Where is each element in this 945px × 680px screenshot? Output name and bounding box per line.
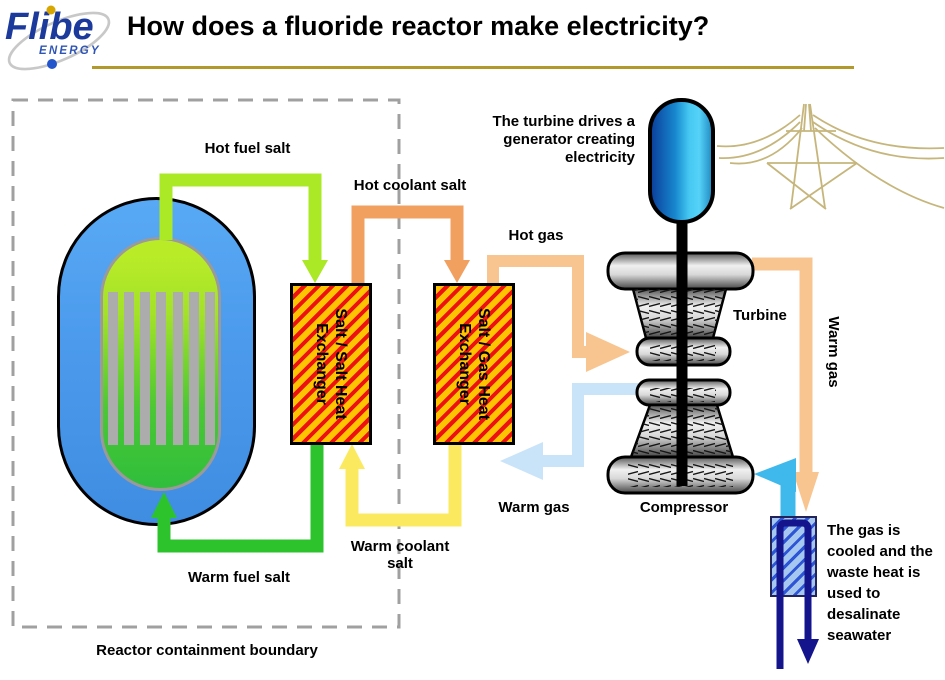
control-rod (124, 292, 135, 445)
warm-gas-return-pipe (500, 383, 640, 480)
drive-shaft (676, 220, 688, 486)
power-line (812, 121, 945, 160)
arrow-down-icon (302, 260, 328, 283)
hot-gas-label: Hot gas (508, 227, 564, 244)
page-title: How does a fluoride reactor make electri… (127, 11, 710, 41)
cooler-note: The gas is cooled and the waste heat is … (827, 522, 933, 644)
hot-fuel-salt-label: Hot fuel salt (204, 140, 291, 157)
arrow-up-icon (151, 492, 177, 518)
logo-gold-dot-icon (46, 5, 56, 15)
power-line (716, 114, 801, 148)
control-rod (108, 292, 118, 445)
control-rod (156, 292, 167, 445)
title-divider (92, 66, 854, 69)
control-rod (172, 292, 183, 445)
hot-coolant-salt-pipe (351, 205, 470, 285)
containment-boundary-label: Reactor containment boundary (96, 642, 318, 659)
arrow-left-icon (500, 442, 543, 480)
compressor-label: Compressor (639, 499, 729, 516)
seawater-pipe (776, 519, 812, 669)
control-rod (204, 292, 215, 445)
arrow-down-icon (797, 639, 819, 664)
cooled-gas-pipe (754, 458, 796, 517)
salt-salt-heat-exchanger: Salt / Salt Heat Exchanger (290, 283, 372, 445)
arrow-up-icon (339, 444, 365, 469)
control-rods (108, 292, 215, 445)
warm-coolant-salt-label: Warm coolant salt (350, 538, 450, 572)
power-line (718, 121, 801, 159)
reactor-core (100, 237, 221, 491)
hot-fuel-salt-pipe (159, 173, 328, 283)
containment-dashed-rect (11, 98, 401, 629)
logo-sub-text: ENERGY (39, 45, 101, 57)
turbine-note: The turbine drives a generator creating … (492, 113, 635, 166)
flibe-energy-logo: Flibe ENERGY (5, 5, 111, 71)
arrow-left-icon (754, 458, 796, 492)
warm-gas-right-label: Warm gas (825, 316, 842, 388)
turbine-label: Turbine (733, 307, 787, 324)
power-line (729, 127, 803, 165)
logo-blue-dot-icon (47, 59, 57, 69)
arrow-down-icon (444, 260, 470, 283)
warm-fuel-salt-label: Warm fuel salt (188, 569, 290, 586)
hot-coolant-salt-label: Hot coolant salt (353, 177, 467, 194)
control-rod (188, 292, 199, 445)
salt-gas-heat-exchanger: Salt / Gas Heat Exchanger (433, 283, 515, 445)
arrow-right-icon (586, 332, 630, 372)
warm-gas-pipe (752, 257, 819, 512)
transmission-tower (716, 103, 945, 210)
arrow-down-icon (793, 472, 819, 512)
logo-orbit-swoosh (7, 11, 111, 71)
warm-fuel-salt-pipe (151, 443, 324, 553)
warm-gas-left-label: Warm gas (498, 499, 570, 516)
power-line (814, 127, 945, 209)
power-line (812, 114, 945, 150)
warm-coolant-salt-pipe (339, 443, 462, 527)
control-rod (140, 292, 151, 445)
hot-gas-pipe (487, 255, 630, 372)
